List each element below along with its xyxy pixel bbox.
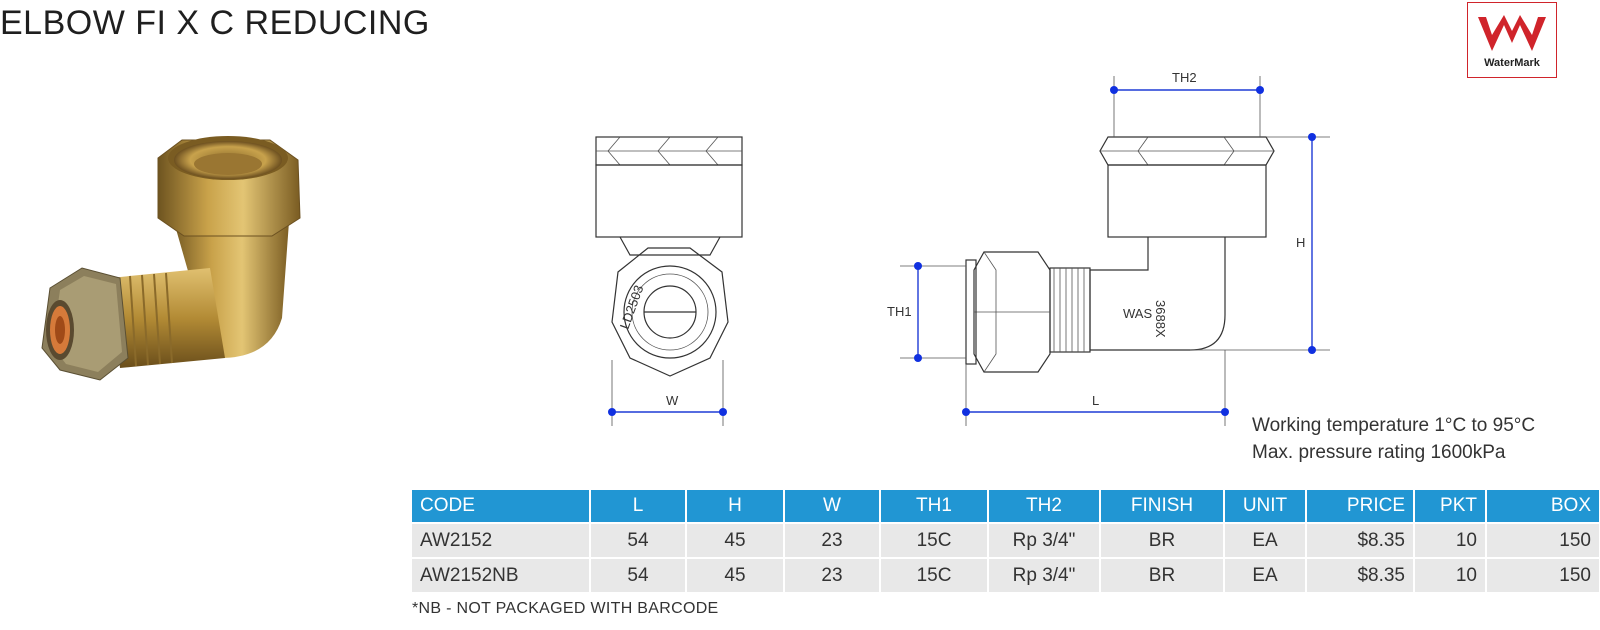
dim-th2-label: TH2 xyxy=(1172,70,1197,85)
specifications: Working temperature 1°C to 95°C Max. pre… xyxy=(1252,412,1535,466)
working-temperature: Working temperature 1°C to 95°C xyxy=(1252,415,1536,436)
technical-drawing: LD2503 W 3688X WAS TH2 xyxy=(595,70,1330,426)
product-photo xyxy=(41,136,301,381)
page-title: ELBOW FI X C REDUCING xyxy=(0,4,430,42)
cell-price: $8.35 xyxy=(1306,522,1415,558)
max-pressure: Max. pressure rating 1600kPa xyxy=(1252,442,1506,463)
watermark-logo-text: WaterMark xyxy=(1484,57,1540,69)
cell-w: 23 xyxy=(784,522,881,558)
end-view: LD2503 W xyxy=(595,136,743,426)
cell-h: 45 xyxy=(686,557,785,592)
col-header: TH1 xyxy=(880,490,989,523)
cell-code: AW2152NB xyxy=(412,557,591,592)
cell-th2: Rp 3/4" xyxy=(988,557,1101,592)
col-header: PKT xyxy=(1414,490,1487,523)
cell-l: 54 xyxy=(590,557,687,592)
col-header: FINISH xyxy=(1100,490,1225,523)
cell-unit: EA xyxy=(1224,522,1307,558)
dim-th1-label: TH1 xyxy=(887,304,912,319)
dim-w-label: W xyxy=(666,393,679,408)
cell-finish: BR xyxy=(1100,557,1225,592)
cell-box: 150 xyxy=(1486,557,1599,592)
table-row: AW2152 54 45 23 15C Rp 3/4" BR EA $8.35 … xyxy=(412,522,1599,558)
cell-price: $8.35 xyxy=(1306,557,1415,592)
cell-h: 45 xyxy=(686,522,785,558)
watermark-logo-icon xyxy=(1478,15,1546,51)
table-header-row: CODE L H W TH1 TH2 FINISH UNIT PRICE PKT… xyxy=(412,490,1599,523)
col-header: L xyxy=(590,490,687,523)
side-view: 3688X WAS TH2 H TH1 xyxy=(887,70,1330,426)
marking-was: WAS xyxy=(1123,306,1152,321)
cell-w: 23 xyxy=(784,557,881,592)
cell-box: 150 xyxy=(1486,522,1599,558)
dim-l-label: L xyxy=(1092,393,1099,408)
cell-th1: 15C xyxy=(880,522,989,558)
dim-h-label: H xyxy=(1296,235,1305,250)
cell-unit: EA xyxy=(1224,557,1307,592)
watermark-logo: WaterMark xyxy=(1467,2,1557,78)
price-table: CODE L H W TH1 TH2 FINISH UNIT PRICE PKT… xyxy=(412,490,1599,592)
cell-pkt: 10 xyxy=(1414,557,1487,592)
col-header: UNIT xyxy=(1224,490,1307,523)
cell-pkt: 10 xyxy=(1414,522,1487,558)
cell-th2: Rp 3/4" xyxy=(988,522,1101,558)
cell-finish: BR xyxy=(1100,522,1225,558)
col-header: PRICE xyxy=(1306,490,1415,523)
cell-code: AW2152 xyxy=(412,522,591,558)
cell-th1: 15C xyxy=(880,557,989,592)
cell-l: 54 xyxy=(590,522,687,558)
marking-3688x: 3688X xyxy=(1153,300,1168,338)
col-header: TH2 xyxy=(988,490,1101,523)
footnote: *NB - NOT PACKAGED WITH BARCODE xyxy=(412,600,719,617)
table-row: AW2152NB 54 45 23 15C Rp 3/4" BR EA $8.3… xyxy=(412,557,1599,592)
col-header: BOX xyxy=(1486,490,1599,523)
col-header: W xyxy=(784,490,881,523)
col-header: H xyxy=(686,490,785,523)
col-header: CODE xyxy=(412,490,591,523)
marking-ld2503: LD2503 xyxy=(617,283,647,331)
